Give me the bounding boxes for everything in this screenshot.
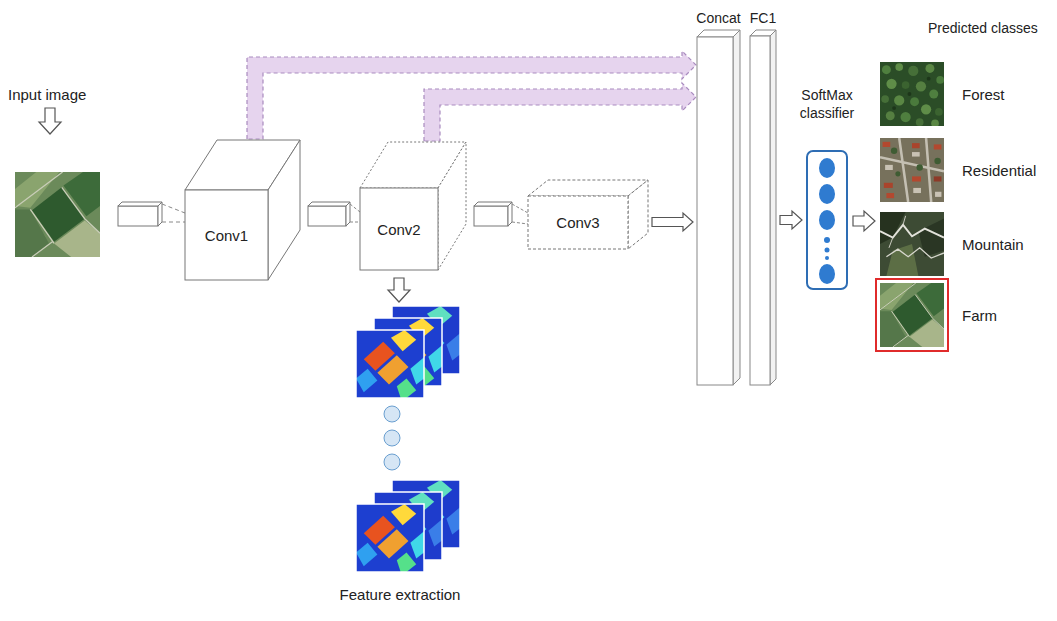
output-arrow xyxy=(853,211,875,231)
classifier-box-part xyxy=(825,256,829,260)
concat-layer: Concat xyxy=(697,30,740,385)
cube-outline-part xyxy=(528,180,648,196)
classifier-box-part xyxy=(819,158,835,178)
conv-layer-cube: Conv1 xyxy=(185,140,300,280)
kernel xyxy=(308,202,350,226)
kernel-part xyxy=(508,202,512,226)
input-image-part xyxy=(15,172,100,257)
kernel-part xyxy=(474,206,508,226)
kernel-projection xyxy=(512,204,528,224)
down-arrow xyxy=(39,108,61,134)
layer-name: Conv2 xyxy=(377,221,420,238)
layer-panel xyxy=(697,30,740,385)
layer-name: Conv1 xyxy=(205,227,248,244)
layer-panel-part xyxy=(733,30,740,385)
flow-arrow xyxy=(780,211,802,229)
class-name: Residential xyxy=(962,162,1036,179)
kernel xyxy=(474,202,512,226)
feature-map-stack-part xyxy=(356,330,424,398)
softmax-classifier: SoftMax classifier xyxy=(806,150,848,290)
skip-connection-arrow xyxy=(424,83,696,141)
flow-arrow xyxy=(652,213,693,231)
mountain-thumbnail-part xyxy=(880,212,944,276)
farm-thumbnail-part xyxy=(880,283,944,347)
input-image xyxy=(15,172,100,257)
layer-panel-part xyxy=(697,37,733,385)
forest-thumbnail-part xyxy=(880,62,944,127)
classifier-box-part xyxy=(807,151,847,289)
cube-outline-part xyxy=(438,142,466,270)
layer-name: Concat xyxy=(696,10,740,26)
down-arrow xyxy=(388,278,410,302)
kernel-projection xyxy=(162,204,185,222)
cube-outline-part xyxy=(628,180,648,249)
feature-map-stack xyxy=(356,306,460,398)
cube-outline xyxy=(360,142,466,270)
layer-name: Conv3 xyxy=(556,214,599,231)
layer-panel-part xyxy=(770,30,776,385)
residential-thumbnail-part xyxy=(880,138,944,202)
cube-outline xyxy=(185,140,300,280)
classifier-box-part xyxy=(824,237,830,243)
kernel-part xyxy=(474,202,512,206)
forest-thumbnail xyxy=(880,62,944,127)
feature-map-stack-part-part xyxy=(356,504,424,572)
layer-name: SoftMax classifier xyxy=(787,87,867,122)
classifier-box xyxy=(806,150,848,290)
kernel-part xyxy=(308,206,346,226)
feature-map-stack xyxy=(356,480,460,572)
kernel-part xyxy=(346,202,350,226)
farm-thumbnail xyxy=(880,283,944,347)
layer-panel xyxy=(750,30,776,385)
kernel-part xyxy=(118,202,162,206)
stage-caption: Feature extraction xyxy=(340,586,461,603)
kernel-projection xyxy=(350,204,360,222)
fc-layer: FC1 xyxy=(750,30,776,385)
kernel xyxy=(118,202,162,226)
class-name: Mountain xyxy=(962,236,1024,253)
class-name: Farm xyxy=(962,307,997,324)
conv-layer-cube: Conv3 xyxy=(528,180,648,249)
classifier-box-part xyxy=(819,264,835,284)
classifier-box-part xyxy=(819,210,835,230)
input-label: Input image xyxy=(8,86,86,103)
cube-outline-part xyxy=(185,190,268,280)
cube-outline-part xyxy=(360,188,438,270)
ellipsis-dots-part xyxy=(384,430,400,446)
kernel-part xyxy=(118,206,158,226)
cube-outline-part xyxy=(268,140,300,280)
layer-name: FC1 xyxy=(750,10,776,26)
kernel-part xyxy=(308,202,350,206)
layer-panel-part xyxy=(750,36,770,385)
feature-map-stack-part xyxy=(356,504,424,572)
kernel-part xyxy=(158,202,162,226)
class-name: Forest xyxy=(962,86,1005,103)
ellipsis-dots-part xyxy=(384,454,400,470)
feature-map-stack-part xyxy=(356,330,424,398)
mountain-thumbnail xyxy=(880,212,944,276)
feature-map-stack-part-part xyxy=(356,330,424,398)
conv-layer-cube: Conv2 xyxy=(360,142,466,270)
classifier-box-part xyxy=(819,184,835,204)
ellipsis-dots xyxy=(384,406,400,470)
cube-outline-part xyxy=(528,196,628,249)
prediction-highlight xyxy=(876,279,948,351)
section-heading: Predicted classes xyxy=(928,20,1038,36)
feature-map-stack-part xyxy=(356,504,424,572)
classifier-box-part xyxy=(825,248,830,253)
residential-thumbnail xyxy=(880,138,944,202)
ellipsis-dots-part xyxy=(384,406,400,422)
